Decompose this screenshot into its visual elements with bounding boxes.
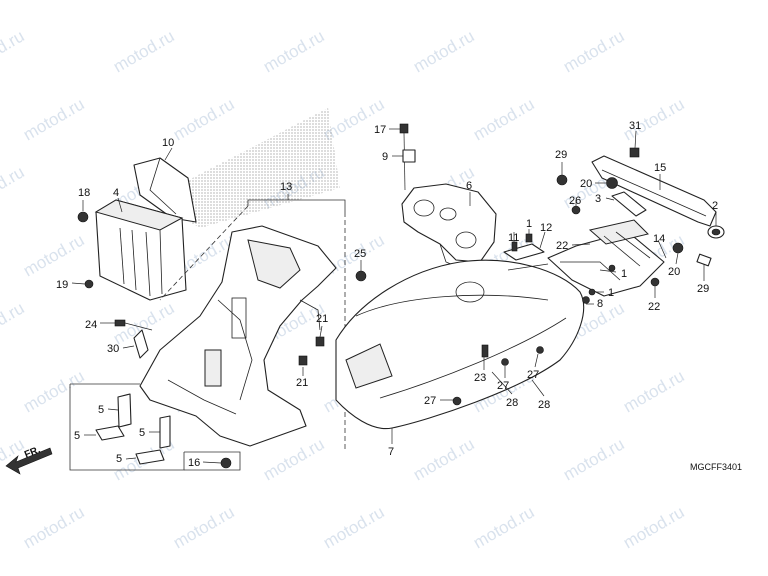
bolt-16 [184,451,241,471]
callout-27a: 27 [424,395,436,407]
screw-11 [511,232,518,252]
callout-7: 7 [388,446,394,458]
collar-12 [539,231,546,249]
callout-4: 4 [113,187,119,199]
collar-26 [571,200,581,215]
callout-14: 14 [653,233,665,245]
callout-5c: 5 [139,427,145,439]
nut-22b [650,277,660,298]
license-holder [503,219,665,297]
callout-1b: 1 [621,268,627,280]
callout-5b: 5 [74,430,80,442]
callout-25: 25 [354,248,366,260]
leads-28 [491,371,545,397]
callout-20b: 20 [668,266,680,278]
nut-1a [525,229,533,243]
front-direction-arrow-icon [5,447,53,475]
callout-6: 6 [466,180,472,192]
bolt-8 [582,296,594,305]
nut-27c [534,346,544,368]
nut-1b [599,264,617,273]
callout-30: 30 [107,343,119,355]
bolt-23 [481,344,489,370]
callout-5a: 5 [98,404,104,416]
callout-2: 2 [712,200,718,212]
shading-band [150,108,340,228]
callout-17: 17 [374,124,386,136]
callout-31: 31 [629,120,641,132]
bolt-19 [71,279,94,289]
part-3-license-light [605,191,647,217]
callout-28b: 28 [538,399,550,411]
callout-27b: 27 [497,380,509,392]
callout-22a: 22 [556,240,568,252]
callout-10: 10 [162,137,174,149]
callout-15: 15 [654,162,666,174]
reflector-2 [707,212,725,239]
part-15-license-bracket [591,155,717,227]
callout-21a: 21 [316,313,328,325]
part-4-battery-box [94,197,187,301]
callout-23: 23 [474,372,486,384]
callout-21b: 21 [296,377,308,389]
nut-1c [588,288,604,296]
callout-11: 11 [508,232,519,244]
callout-18: 18 [78,187,90,199]
callout-24: 24 [85,319,97,331]
callout-27c: 27 [527,369,539,381]
nut-27a [440,396,462,406]
callout-26: 26 [569,195,581,207]
bolt-18 [77,200,89,223]
part-10-cover [133,147,197,223]
callout-28a: 28 [506,397,518,409]
bolt-31 [629,130,640,158]
part-14-stay [657,239,684,265]
callout-22b: 22 [648,301,660,313]
clip-21b [298,355,308,376]
callout-8: 8 [597,298,603,310]
diagram-code: MGCFF3401 [690,462,742,472]
callout-labels: 10 18 4 19 13 24 30 21 21 5 5 5 5 16 17 … [23,120,742,472]
callout-16: 16 [188,457,200,469]
collar-9 [392,149,416,163]
callout-1a: 1 [526,218,532,230]
part-7-rear-fender [335,259,585,444]
part-13-inner-fender [139,194,346,450]
part-5-labels [69,383,185,471]
callout-12: 12 [540,222,552,234]
callout-5d: 5 [116,453,122,465]
screw-24 [100,319,153,331]
part-6-bracket [401,183,497,273]
clip-29b [696,253,712,281]
grommet-25 [355,260,367,282]
callout-29a: 29 [555,149,567,161]
grommet-20a [595,177,618,189]
nut-29a [556,162,568,186]
clip-30 [122,329,149,359]
callout-1c: 1 [608,287,614,299]
clip-21a [315,325,325,347]
callout-19: 19 [56,279,68,291]
callout-29b: 29 [697,283,709,295]
callout-20a: 20 [580,178,592,190]
callout-9: 9 [382,151,388,163]
callout-3: 3 [595,193,601,205]
nut-27b [501,358,509,378]
bolt-22a [571,243,591,246]
callout-13: 13 [280,181,292,193]
